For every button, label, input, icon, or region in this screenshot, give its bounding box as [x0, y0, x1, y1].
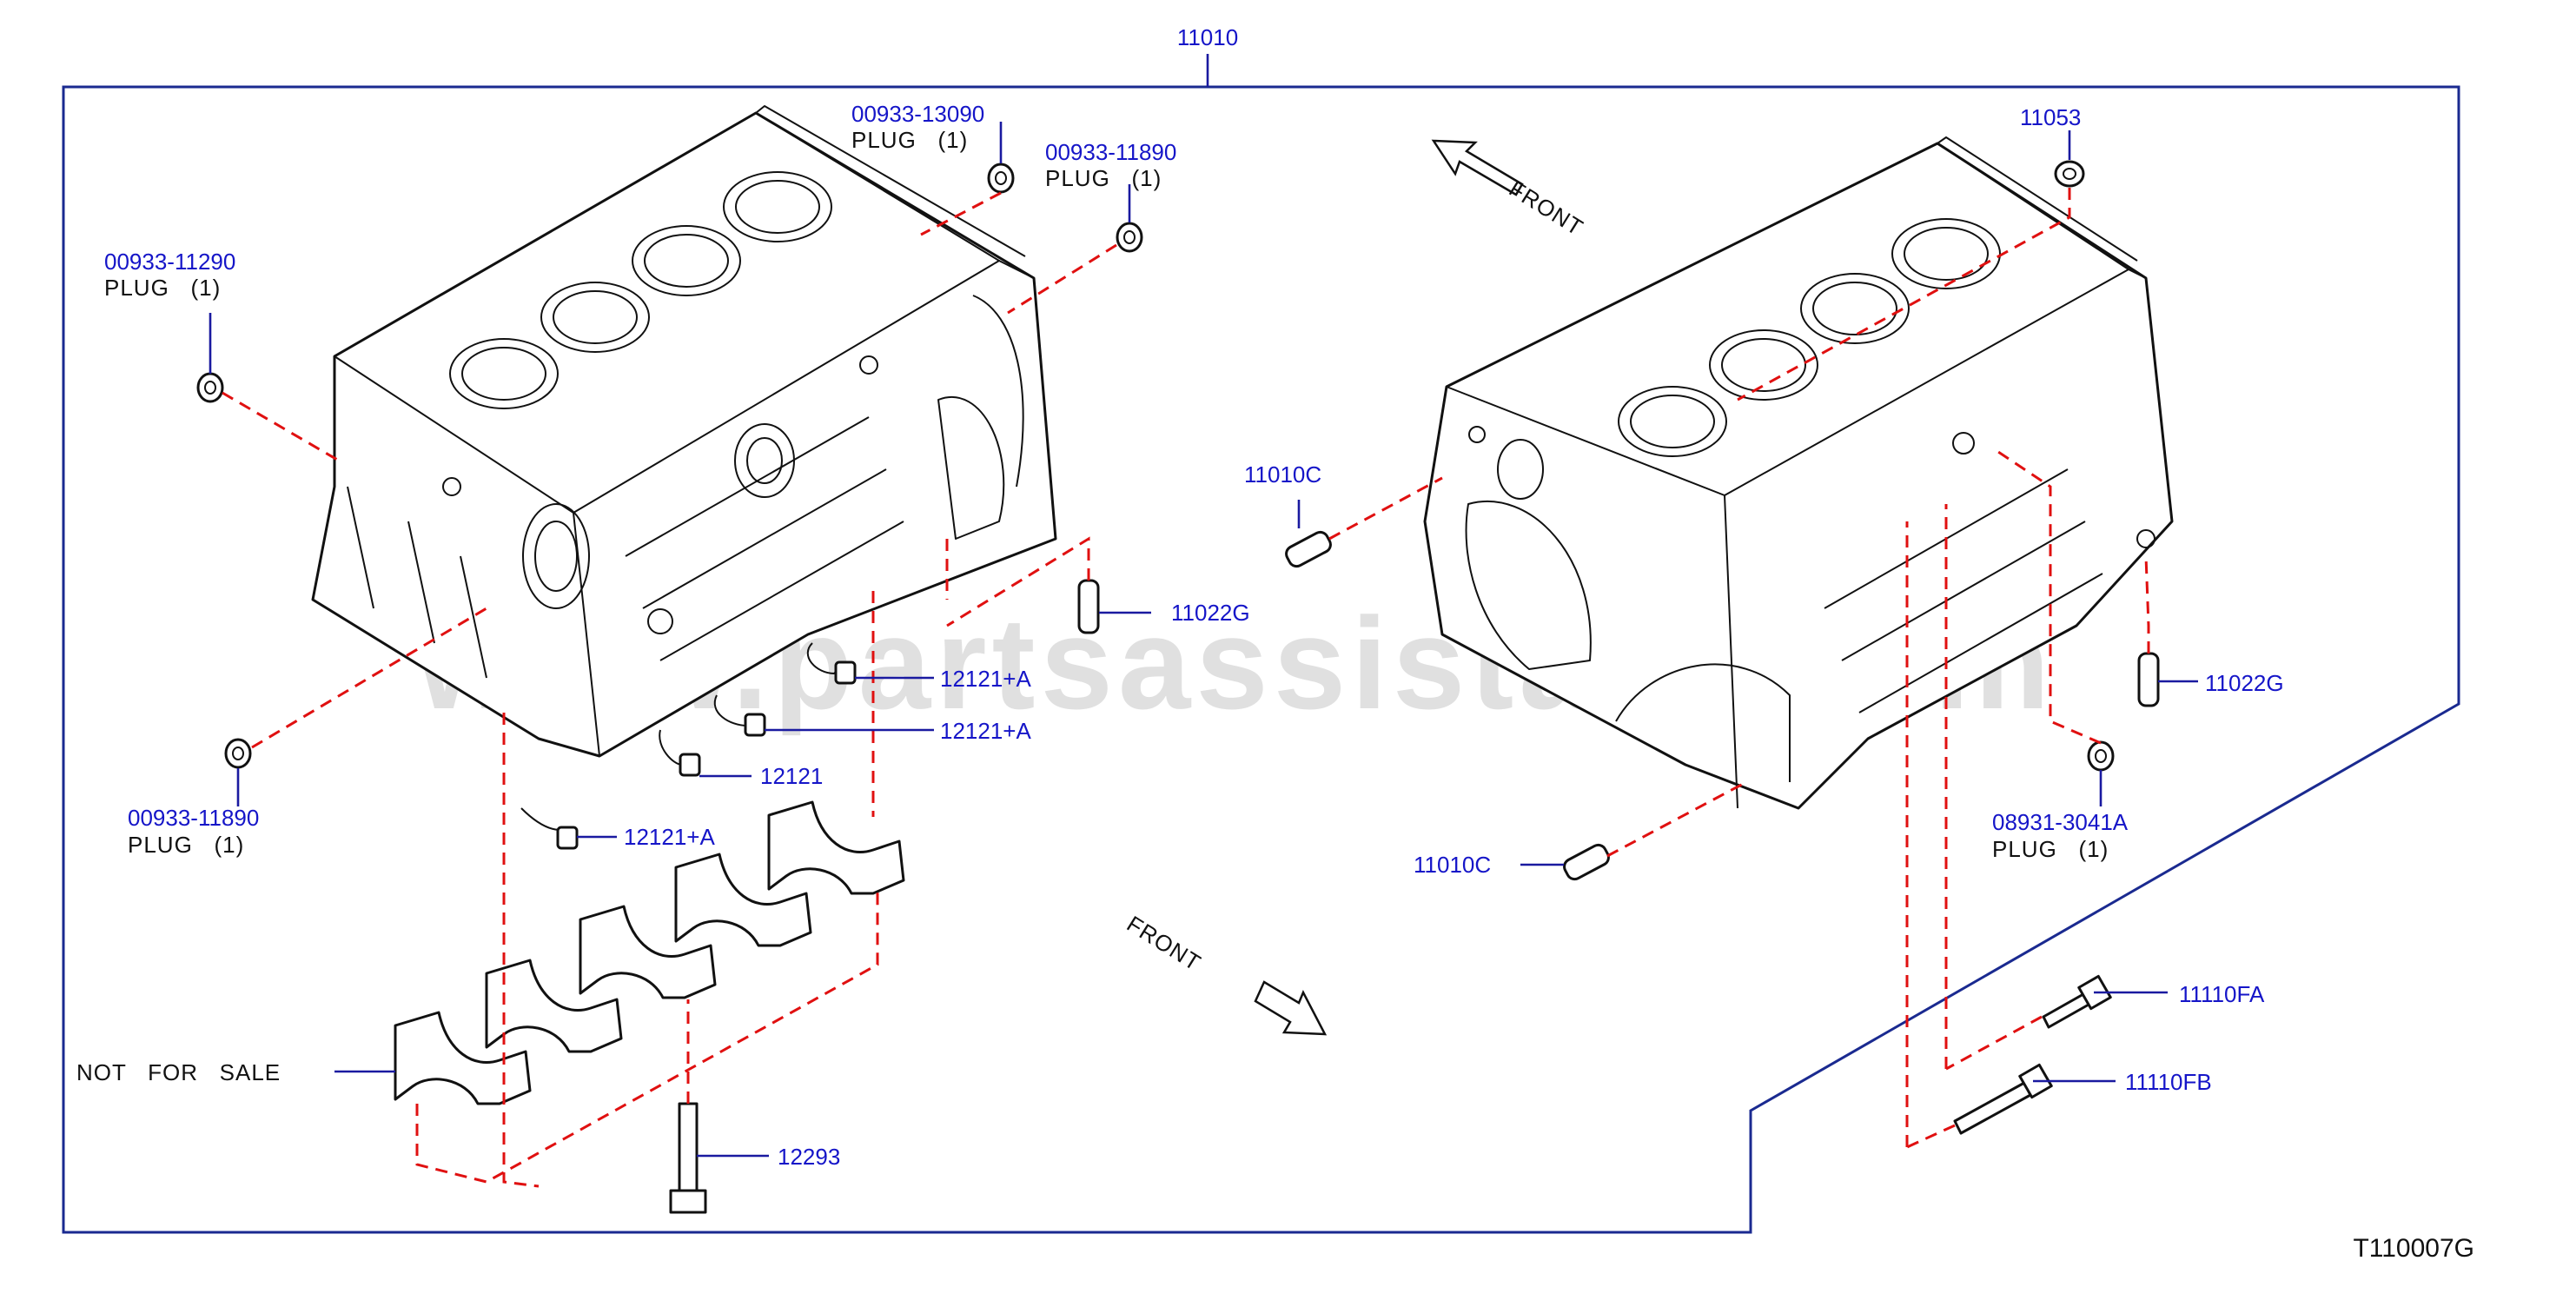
callout-part-11053[interactable]: 11053: [2020, 104, 2081, 130]
callout-leaders: [209, 122, 2198, 1158]
callout-part-12121[interactable]: 12121: [760, 763, 823, 789]
callout-part-12293[interactable]: 12293: [778, 1144, 840, 1170]
dowel-11022g-right-part: [2137, 652, 2160, 707]
callout-label-plug-11890-bottom: PLUG (1): [128, 832, 244, 858]
part-11053: [2054, 160, 2085, 188]
plug-part-13090: [987, 163, 1015, 194]
front-label-bottom: FRONT: [1122, 911, 1206, 977]
plug-part-11890-bottom: [224, 738, 252, 769]
plug-part-11890-top: [1116, 222, 1143, 253]
front-label-top: FRONT: [1505, 176, 1588, 242]
oil-jet-part-3: [659, 729, 701, 777]
front-arrow-bottom: FRONT: [1122, 911, 1328, 1036]
cylinder-block-right-view: [1423, 136, 2174, 810]
bolt-11110fa-part: [2042, 974, 2112, 1029]
bolt-12293-part: [669, 1102, 707, 1214]
callout-part-00933-11890-bottom[interactable]: 00933-11890: [128, 805, 259, 831]
oil-jet-part-2: [713, 694, 766, 737]
callout-part-00933-13090[interactable]: 00933-13090: [851, 101, 984, 127]
dowel-11022g-left-part: [1077, 579, 1100, 634]
callout-part-11022g-right[interactable]: 11022G: [2205, 670, 2284, 696]
callout-part-11110fa[interactable]: 11110FA: [2179, 981, 2265, 1007]
bearing-cap-4: [674, 853, 812, 947]
figure-code: T110007G: [2353, 1234, 2474, 1263]
callout-part-00933-11290[interactable]: 00933-11290: [104, 249, 235, 275]
callout-part-11110fb[interactable]: 11110FB: [2125, 1069, 2212, 1095]
dowel-11010c-top-part: [1285, 530, 1332, 568]
callout-part-11022g-left[interactable]: 11022G: [1171, 600, 1250, 626]
bolt-11110fb-part: [1953, 1063, 2053, 1135]
bearing-cap-5: [767, 800, 905, 895]
callout-part-00933-11890-top[interactable]: 00933-11890: [1045, 139, 1176, 165]
callout-label-plug-11290: PLUG (1): [104, 275, 221, 301]
callout-part-11010c-bottom[interactable]: 11010C: [1414, 852, 1491, 878]
plug-part-3041a: [2087, 740, 2115, 772]
not-for-sale-label: NOT FOR SALE: [76, 1059, 281, 1085]
callout-part-12121a-3[interactable]: 12121+A: [624, 824, 715, 850]
main-part-number[interactable]: 11010: [1177, 24, 1238, 50]
assembly-frame: [62, 85, 2460, 1234]
main-bearing-caps: [394, 800, 905, 1105]
dowel-11010c-bottom-part: [1563, 843, 1610, 881]
oil-jet-part-4: [520, 807, 579, 850]
callout-part-08931-3041a[interactable]: 08931-3041A: [1992, 809, 2129, 835]
callout-label-plug-13090: PLUG (1): [851, 127, 968, 153]
callout-part-12121a-1[interactable]: 12121+A: [940, 666, 1031, 692]
plug-part-11290: [196, 372, 224, 403]
assembly-guide-lines: [222, 188, 2150, 1188]
bearing-cap-3: [579, 905, 717, 999]
bearing-cap-2: [485, 959, 623, 1053]
oil-jet-part-1: [806, 642, 857, 685]
callout-label-plug-11890-top: PLUG (1): [1045, 165, 1162, 191]
cylinder-block-left-view: [311, 105, 1057, 758]
callout-part-11010c-top[interactable]: 11010C: [1244, 461, 1321, 488]
front-arrow-top: FRONT: [1431, 139, 1588, 242]
callout-label-plug-3041a: PLUG (1): [1992, 836, 2109, 862]
callout-part-12121a-2[interactable]: 12121+A: [940, 718, 1031, 744]
bearing-cap-1: [394, 1011, 532, 1105]
